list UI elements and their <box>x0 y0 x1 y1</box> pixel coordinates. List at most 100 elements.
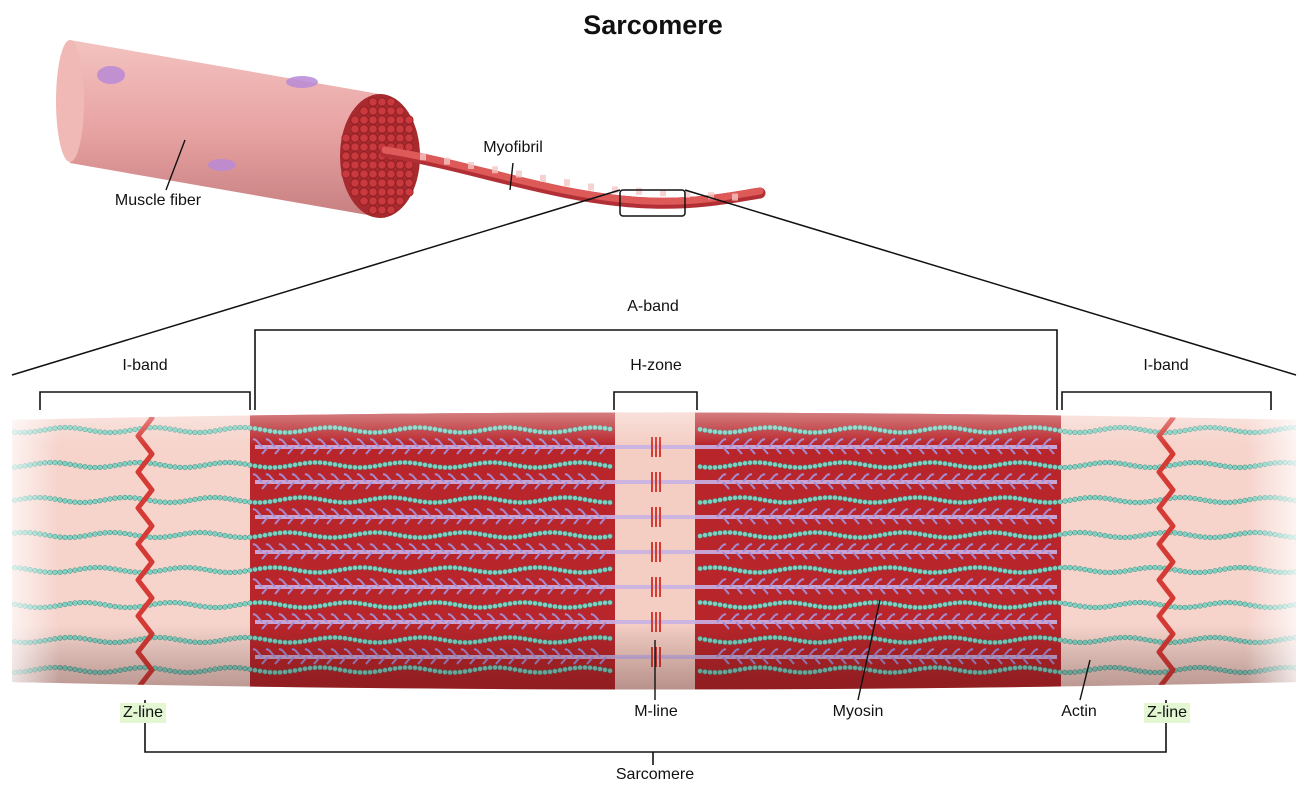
myofibril-bundle-dot <box>359 160 369 170</box>
myofibril-bundle-dot <box>368 205 378 215</box>
myofibril-bundle-dot <box>395 106 405 116</box>
myofibril-bundle-dot <box>368 106 378 116</box>
myofibril-bundle-dot <box>404 169 414 179</box>
myofibril-bundle-dot <box>404 187 414 197</box>
actin-bead <box>0 465 2 470</box>
i-band-right-bracket <box>1061 391 1272 410</box>
myofibril-stripe <box>732 193 738 201</box>
myofibril-bundle-dot <box>377 169 387 179</box>
i-band-left-label: I-band <box>122 357 168 374</box>
actin-bead <box>3 670 8 675</box>
actin-bead <box>0 500 2 505</box>
actin-bead <box>12 638 13 644</box>
h-zone-bracket <box>613 391 698 410</box>
muscle-fiber <box>56 40 420 218</box>
myosin-label: Myosin <box>832 703 884 720</box>
myofibril-bundle-dot <box>341 169 351 179</box>
actin-bead <box>12 669 13 676</box>
actin-bead <box>1303 535 1306 540</box>
myofibril-bundle-dot <box>377 97 387 107</box>
actin-bead <box>3 638 8 643</box>
myofibril-strand <box>381 146 764 205</box>
myofibril-bundle-dot <box>386 124 396 134</box>
myofibril-bundle-dot <box>350 133 360 143</box>
actin-bead <box>1303 463 1306 468</box>
myofibril-stripes <box>420 153 738 201</box>
myofibril-bundle-dot <box>377 187 387 197</box>
myofibril-bundle-dot <box>395 160 405 170</box>
myofibril-stripe <box>660 189 666 197</box>
actin-bead <box>1298 462 1303 467</box>
i-band-left-bracket <box>39 391 251 410</box>
sarcomere-bracket <box>144 700 1167 753</box>
myofibril-bundle-dot <box>404 133 414 143</box>
myofibril-bundle-dot <box>350 178 360 188</box>
actin-bead <box>1298 425 1303 430</box>
myofibril-stripe <box>492 166 498 174</box>
myofibril-bundle-dot <box>350 187 360 197</box>
actin-bead <box>3 565 8 570</box>
myofibril-bundle-dot <box>386 187 396 197</box>
myofibril-bundle-dot <box>368 151 378 161</box>
actin-bead <box>3 532 8 537</box>
myofibril-bundle-dot <box>395 124 405 134</box>
actin-bead <box>1303 601 1306 606</box>
myofibril-bundle-dot <box>359 142 369 152</box>
actin-bead <box>3 499 8 504</box>
myofibril-bundle-dot <box>341 133 351 143</box>
myofibril-bundle-dot <box>359 178 369 188</box>
myofibril-bundle-dot <box>359 133 369 143</box>
muscle-fiber-label: Muscle fiber <box>114 192 202 209</box>
actin-leader <box>1079 659 1091 701</box>
myofibril-bundle-dot <box>395 115 405 125</box>
myofibril-bundle-dot <box>404 142 414 152</box>
myofibril-bundle-dot <box>386 133 396 143</box>
actin-bead <box>12 464 13 471</box>
myofibril-bundle-dot <box>359 106 369 116</box>
tube-fade-right <box>1246 412 1296 690</box>
actin-bead <box>0 533 2 538</box>
myofibril-bundle-dot <box>368 187 378 197</box>
myofibril-bundle-dot <box>377 205 387 215</box>
myofibril-leader <box>509 162 514 191</box>
tube-fade-left <box>12 412 60 690</box>
h-zone-label: H-zone <box>630 357 682 374</box>
myofibril-bundle-dot <box>359 124 369 134</box>
a-band-label: A-band <box>627 298 679 315</box>
a-band-bracket <box>254 329 1058 410</box>
actin-bead <box>1298 499 1303 504</box>
actin-bead <box>1298 569 1303 574</box>
myofibril-bundle-dot <box>368 133 378 143</box>
myofibril-bundle-dot <box>350 142 360 152</box>
myofibril-bundle-dot <box>377 178 387 188</box>
myofibril-bundle-dot <box>395 196 405 206</box>
myofibril-stripe <box>612 186 618 194</box>
myofibril-bundle-dot <box>377 106 387 116</box>
myofibril-bundle-dot <box>386 160 396 170</box>
myofibril-bundle-dot <box>359 196 369 206</box>
i-band-right-label: I-band <box>1143 357 1189 374</box>
myofibril-bundle-dot <box>386 196 396 206</box>
myofibril-bundle-dot <box>386 97 396 107</box>
actin-label: Actin <box>1061 703 1097 720</box>
actin-bead <box>1303 500 1306 505</box>
nucleus-3 <box>208 159 236 171</box>
actin-bead <box>12 530 13 537</box>
myofibril-stripe <box>540 174 546 182</box>
myosin-leader <box>857 599 881 701</box>
myofibril-bundle-dot <box>377 115 387 125</box>
actin-bead <box>12 564 13 571</box>
myofibril-bundle-dot <box>350 160 360 170</box>
myofibril-bundle-dot <box>359 169 369 179</box>
myofibril-stripe <box>420 153 426 161</box>
actin-bead <box>12 601 13 607</box>
myofibril-bundle-dot <box>359 151 369 161</box>
myofibril-bundle-dot <box>341 142 351 152</box>
myofibril-bundle-dot <box>395 187 405 197</box>
actin-bead <box>12 498 13 504</box>
actin-bead <box>3 428 8 433</box>
z-line-left-label: Z-line <box>119 703 167 723</box>
sarcomere-label: Sarcomere <box>615 766 695 783</box>
myofibril-bundle-dot <box>368 160 378 170</box>
